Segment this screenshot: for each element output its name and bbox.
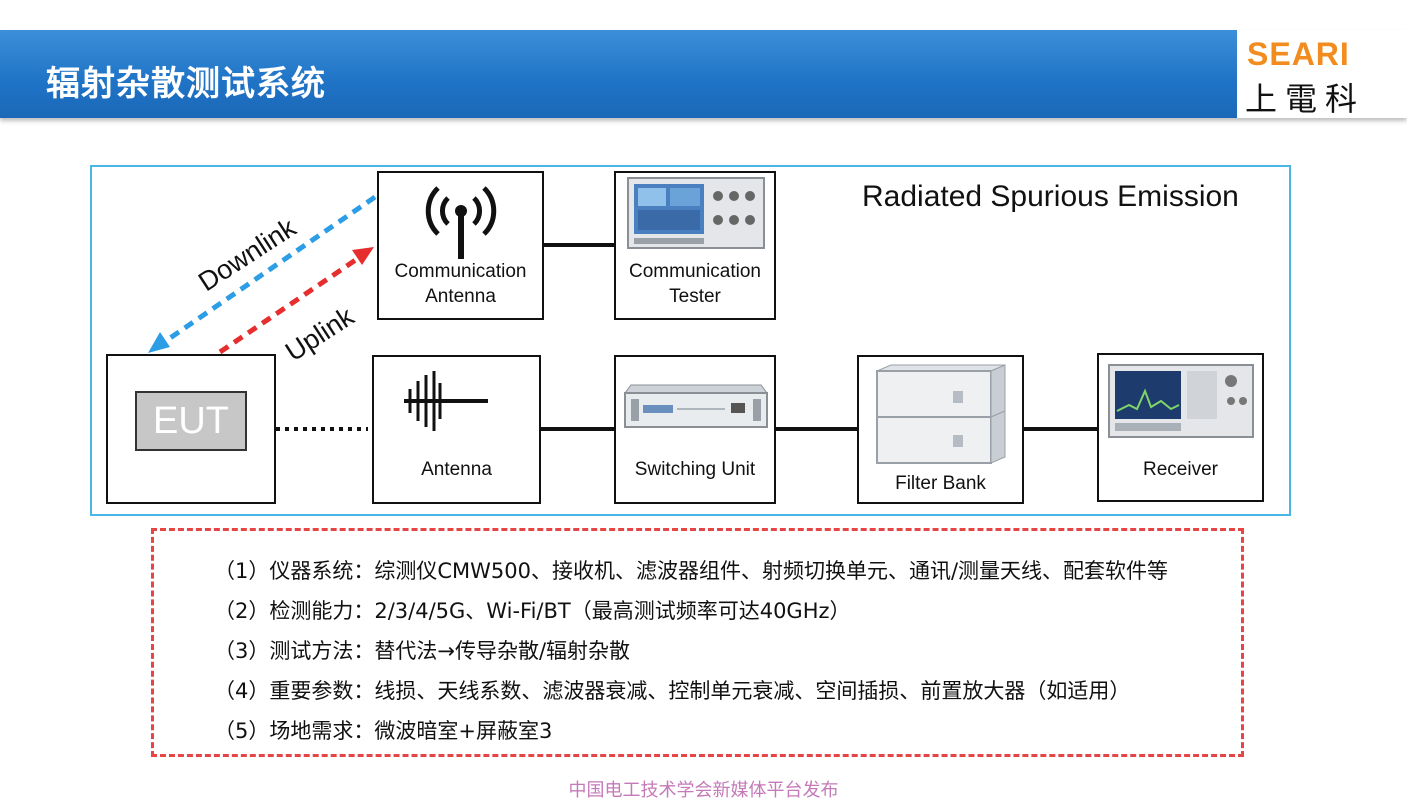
eut-label: EUT — [135, 391, 247, 451]
info-list: （1）仪器系统：综测仪CMW500、接收机、滤波器组件、射频切换单元、通讯/测量… — [214, 551, 1168, 751]
receiver-box: Receiver — [1097, 353, 1264, 502]
info-item-1: （1）仪器系统：综测仪CMW500、接收机、滤波器组件、射频切换单元、通讯/测量… — [214, 559, 1169, 583]
eut-box: EUT — [106, 354, 276, 504]
logo-text-chinese: 上電科 — [1245, 80, 1366, 118]
diagram-frame — [90, 165, 1291, 516]
switching-unit-device-icon — [624, 384, 768, 428]
uplink-arrow-head — [352, 247, 374, 265]
downlink-arrow-head — [148, 332, 170, 353]
receiver-label: Receiver — [1143, 459, 1218, 480]
filter-bank-box: Filter Bank — [857, 355, 1024, 504]
uplink-arrow-line — [218, 254, 362, 355]
seari-logo: SEARI 上電科 — [1237, 30, 1407, 118]
info-item-5: （5）场地需求：微波暗室+屏蔽室3 — [214, 719, 553, 743]
log-periodic-antenna-icon — [404, 371, 488, 431]
comm-tester-label-1: Communication — [629, 261, 761, 282]
comm-antenna-box: Communication Antenna — [377, 171, 544, 320]
comm-antenna-label-2: Antenna — [425, 286, 496, 307]
filter-bank-label: Filter Bank — [895, 473, 986, 494]
info-item-4: （4）重要参数：线损、天线系数、滤波器衰减、控制单元衰减、空间插损、前置放大器（… — [214, 679, 1131, 703]
switching-unit-label: Switching Unit — [634, 459, 756, 480]
antenna-box: Antenna — [372, 355, 541, 504]
comm-antenna-label-1: Communication — [394, 261, 527, 282]
tester-device-icon — [627, 177, 765, 249]
switching-unit-box: Switching Unit — [614, 355, 776, 504]
info-item-3: （3）测试方法：替代法→传导杂散/辐射杂散 — [214, 639, 631, 663]
diagram-title: Radiated Spurious Emission — [862, 180, 1239, 213]
downlink-arrow-line — [158, 194, 377, 348]
comm-tester-label-2: Tester — [669, 286, 721, 307]
info-panel: （1）仪器系统：综测仪CMW500、接收机、滤波器组件、射频切换单元、通讯/测量… — [151, 528, 1244, 757]
header-bar: 辐射杂散测试系统 SEARI 上電科 — [0, 30, 1407, 118]
antenna-signal-icon — [425, 186, 497, 259]
info-item-2: （2）检测能力：2/3/4/5G、Wi-Fi/BT（最高测试频率可达40GHz） — [214, 599, 851, 623]
page-title: 辐射杂散测试系统 — [46, 64, 326, 104]
footer-caption: 中国电工技术学会新媒体平台发布 — [568, 780, 839, 801]
filter-bank-device-icon — [876, 364, 1006, 464]
logo-text-seari: SEARI — [1247, 36, 1350, 72]
receiver-device-icon — [1108, 364, 1254, 438]
comm-tester-box: Communication Tester — [614, 171, 776, 320]
antenna-label: Antenna — [421, 459, 492, 480]
